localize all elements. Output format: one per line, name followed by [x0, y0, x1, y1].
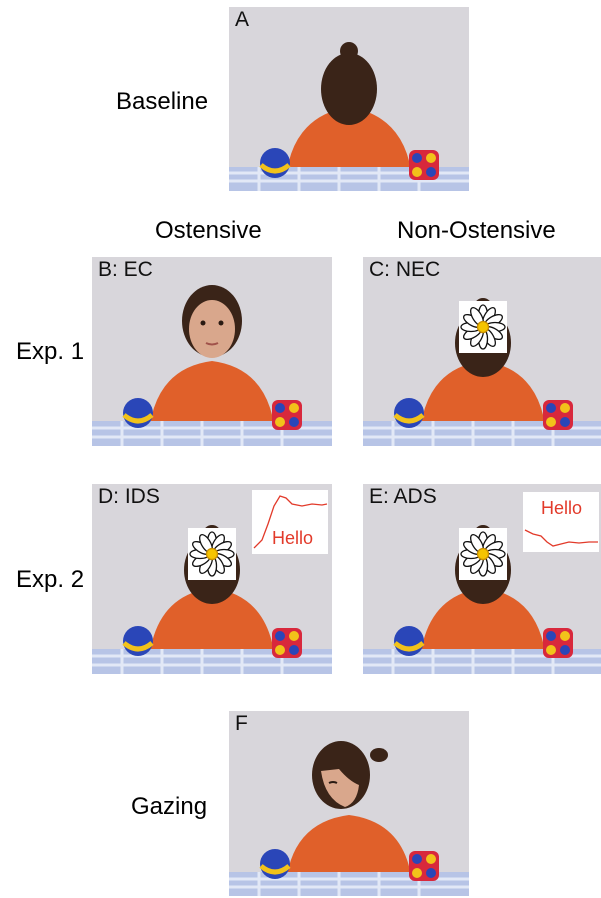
scene-head-down — [229, 7, 469, 191]
pitch-contour-ads: Hello — [523, 492, 599, 552]
label-ostensive: Ostensive — [155, 217, 262, 244]
scene-eye-contact — [92, 257, 332, 446]
pitch-curve-ads — [524, 529, 598, 547]
panel-f-photo: F — [229, 711, 469, 896]
panel-f-tag: F — [235, 712, 248, 735]
panel-a-photo: A — [229, 7, 469, 191]
speech-word-ads: Hello — [541, 498, 583, 518]
speech-word-ids: Hello — [272, 528, 314, 548]
scene-head-down-flower — [363, 257, 601, 446]
panel-a-tag: A — [235, 8, 250, 31]
flower-icon — [459, 301, 507, 353]
panel-b-tag: B: EC — [98, 258, 153, 281]
label-exp1: Exp. 1 — [16, 338, 85, 365]
panel-b-photo: B: EC — [92, 257, 332, 446]
scene-gazing — [229, 711, 469, 896]
pitch-curve-ids — [253, 495, 328, 549]
label-non-ostensive: Non-Ostensive — [397, 217, 556, 244]
panel-e-tag: E: ADS — [369, 485, 437, 508]
panel-c-photo: C: NEC — [363, 257, 601, 446]
panel-d-photo: D: IDS Hello — [92, 484, 332, 674]
label-baseline: Baseline — [116, 88, 209, 115]
panel-c-tag: C: NEC — [369, 258, 441, 281]
flower-icon — [188, 528, 236, 580]
panel-d-tag: D: IDS — [98, 485, 160, 508]
pitch-contour-ids: Hello — [252, 490, 328, 554]
panel-e-photo: E: ADS Hello — [363, 484, 601, 674]
label-gazing: Gazing — [131, 793, 208, 820]
label-exp2: Exp. 2 — [16, 566, 85, 593]
flower-icon — [459, 528, 507, 580]
scene-ads — [363, 484, 601, 674]
